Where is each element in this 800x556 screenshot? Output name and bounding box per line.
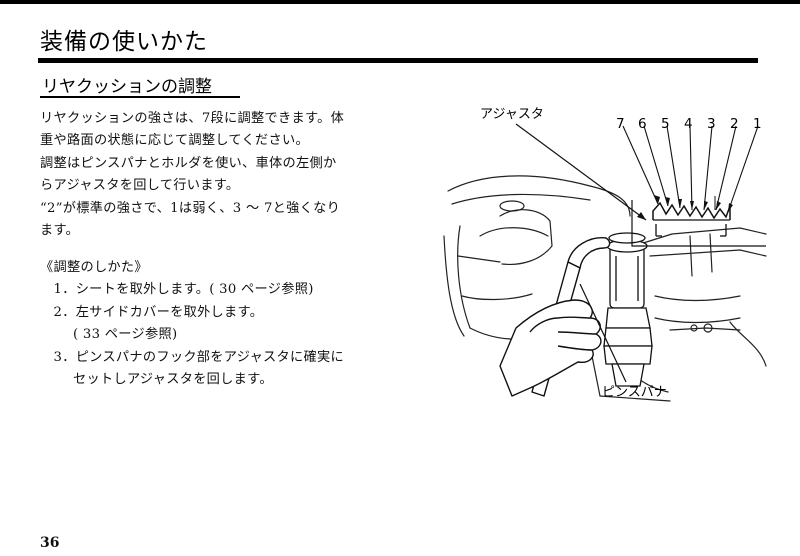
pin-spanner-leader-line [579, 283, 627, 383]
procedure-step: 1．シートを取外します。( 30 ページ参照) [40, 279, 400, 301]
frame-sketch [443, 175, 767, 402]
procedure-step-continuation: ( 33 ページ参照) [73, 327, 178, 343]
section-underline [40, 96, 240, 98]
shock-absorber [603, 232, 653, 387]
scale-number: 3 [707, 116, 716, 132]
step-number: 1． [53, 282, 76, 298]
adjuster-leader-line [515, 123, 647, 221]
scale-number: 6 [638, 116, 647, 132]
intro-line: “2”が標準の強さで、1は弱く、3 ～ 7と強くなり [40, 200, 341, 216]
step-number: 2． [53, 304, 76, 320]
adjuster-leader-arrow [637, 212, 646, 220]
intro-line: らアジャスタを回して行います。 [40, 178, 240, 194]
procedure-heading: 《調整のしかた》 [40, 260, 148, 275]
procedure-step: 3．ピンスパナのフック部をアジャスタに確実に [40, 347, 400, 369]
intro-line: 調整はピンスパナとホルダを使い、車体の左側か [40, 155, 337, 171]
rear-cushion-adjustment-illustration: 7 6 5 4 3 2 1 アジャスタ ピンスパナ [443, 107, 767, 402]
step-text: 左サイドカバーを取外します。 [75, 304, 264, 320]
pin-spanner-label: ピンスパナ [602, 385, 667, 400]
chapter-title: 装備の使いかた [40, 29, 208, 55]
step-text: ピンスパナのフック部をアジャスタに確実に [75, 349, 344, 365]
step-text: シートを取外します。( 30 ページ参照) [75, 282, 314, 298]
intro-paragraph: リヤクッションの強さは、7段に調整できます。体 重や路面の状態に応じて調整してく… [40, 108, 390, 242]
scale-number: 7 [616, 116, 625, 132]
adjuster-label: アジャスタ [480, 107, 544, 122]
procedure-section: 《調整のしかた》 1．シートを取外します。( 30 ページ参照) 2．左サイドカ… [40, 257, 400, 391]
scale-number: 2 [730, 116, 739, 132]
intro-line: リヤクッションの強さは、7段に調整できます。体 [40, 111, 345, 126]
scale-pointer-arrowheads [654, 195, 733, 212]
adjuster-detail [631, 196, 766, 247]
scale-number: 4 [684, 116, 693, 132]
chapter-rule [38, 58, 758, 63]
section-title: リヤクッションの調整 [42, 77, 212, 97]
hand-illustration [499, 299, 602, 397]
top-border [0, 0, 800, 4]
procedure-step-continuation: セットしアジャスタを回します。 [73, 372, 273, 388]
step-number: 3． [53, 349, 76, 365]
scale-number: 1 [753, 116, 762, 132]
scale-pointer-lines [622, 125, 759, 213]
page-number: 36 [40, 535, 60, 551]
intro-line: 重や路面の状態に応じて調整してください。 [40, 133, 309, 149]
procedure-step: 2．左サイドカバーを取外します。 [40, 302, 400, 324]
adjuster-scale-numbers: 7 6 5 4 3 2 1 [616, 116, 762, 132]
intro-line: ます。 [40, 223, 80, 239]
scale-number: 5 [661, 116, 670, 132]
